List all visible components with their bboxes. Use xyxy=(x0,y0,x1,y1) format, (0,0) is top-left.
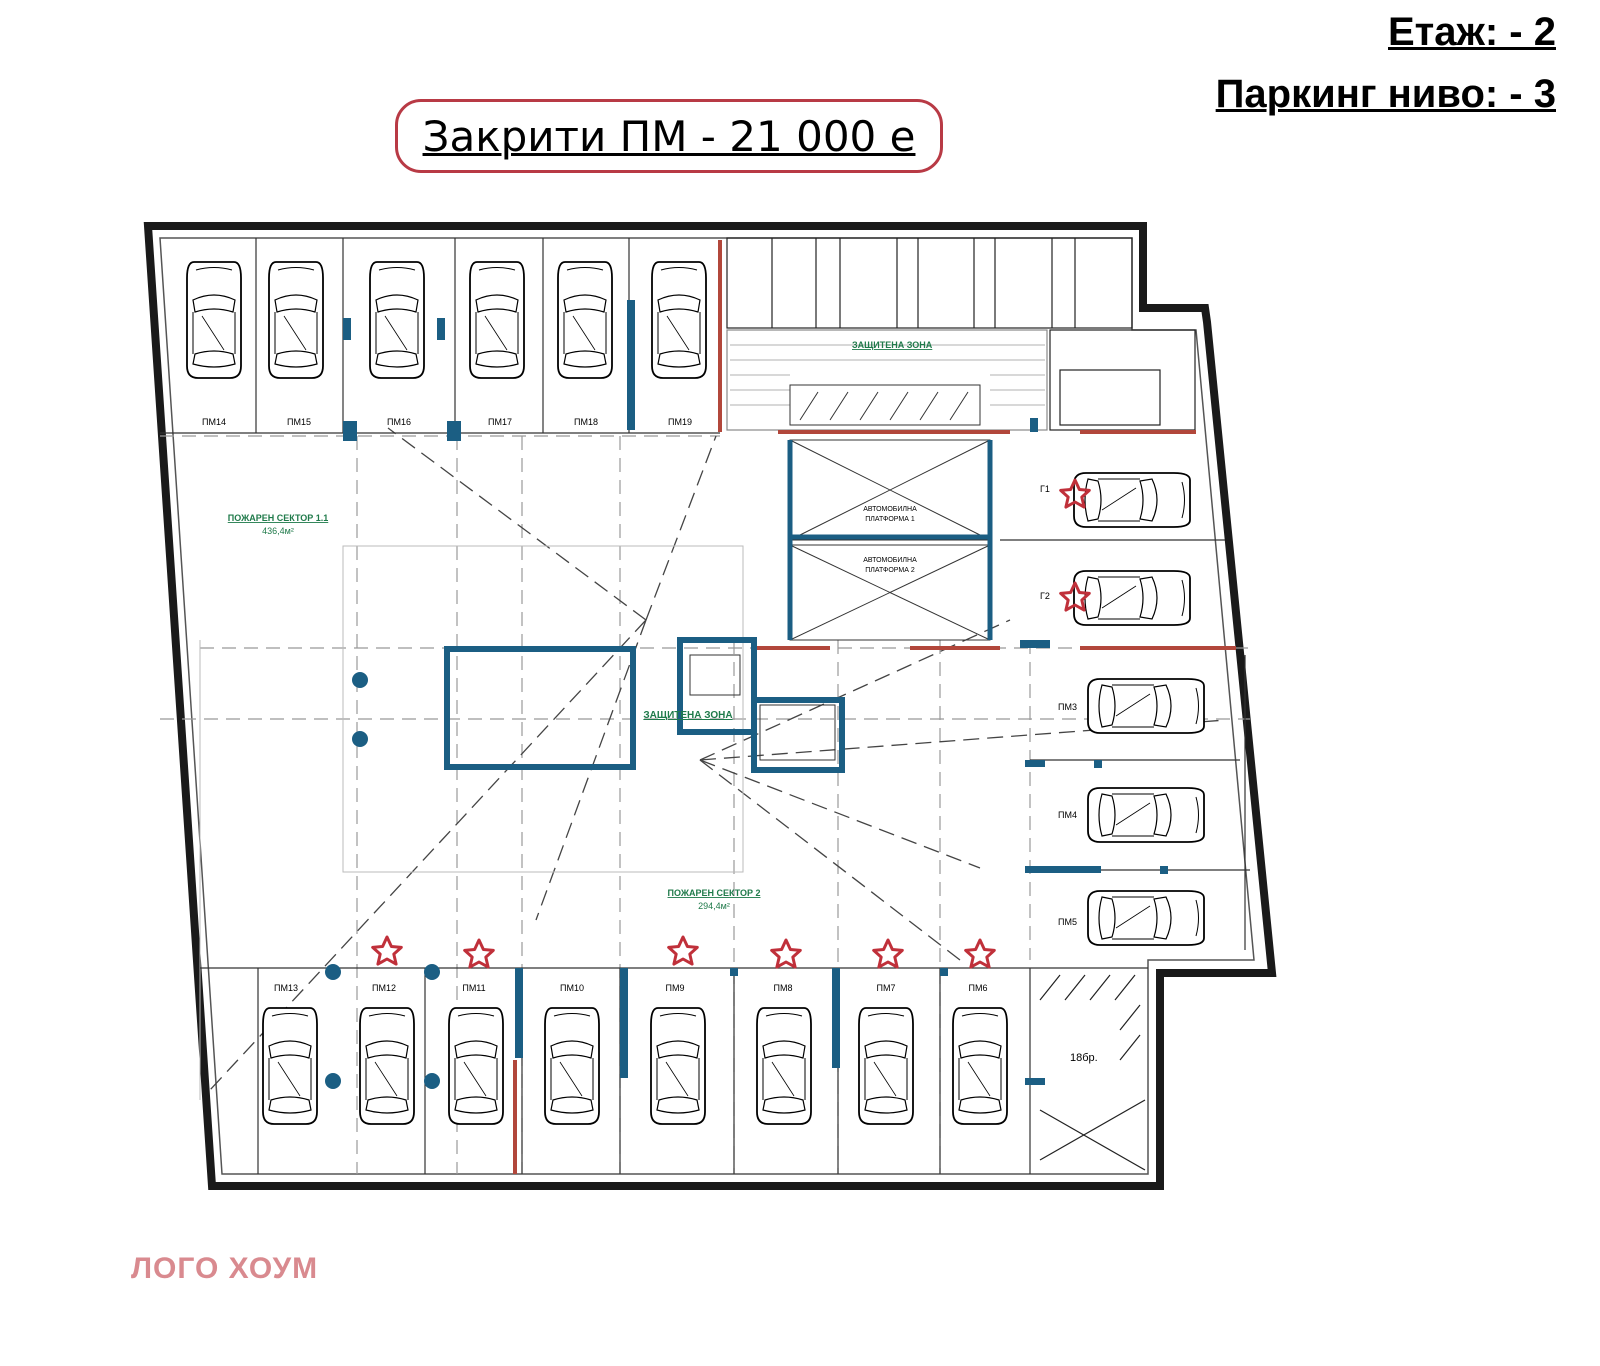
spot-label-top-4: ПМ18 xyxy=(574,417,598,427)
spot-label-bottom-7: ПМ6 xyxy=(969,983,988,993)
platform-2-label-b: ПЛАТФОРМА 2 xyxy=(865,567,915,574)
spot-label-bottom-4: ПМ9 xyxy=(666,983,685,993)
protected-zone-top-bricks xyxy=(730,344,1045,406)
parking-level-label: Паркинг ниво: - 3 xyxy=(1215,72,1556,116)
fire-sector-1-area: 436,4м² xyxy=(262,526,294,536)
bottom-cars xyxy=(262,1007,1008,1125)
spot-label-right-0: Г1 xyxy=(1040,484,1050,494)
floor-label: Етаж: - 2 xyxy=(1388,10,1556,54)
grid-lines xyxy=(160,435,1250,1174)
platform-1-label-b: ПЛАТФОРМА 1 xyxy=(865,516,915,523)
columns xyxy=(325,300,1168,1089)
spot-label-bottom-3: ПМ10 xyxy=(560,983,584,993)
spot-label-bottom-1: ПМ12 xyxy=(372,983,396,993)
spot-label-top-1: ПМ15 xyxy=(287,417,311,427)
spot-label-bottom-2: ПМ11 xyxy=(462,983,485,993)
spot-label-right-3: ПМ4 xyxy=(1058,810,1077,820)
protected-zone-top-label: ЗАЩИТЕНА ЗОНА xyxy=(852,340,933,350)
spot-label-right-4: ПМ5 xyxy=(1058,917,1077,927)
spot-label-bottom-5: ПМ8 xyxy=(774,983,793,993)
bike-rack xyxy=(1039,974,1146,1171)
spot-label-top-2: ПМ16 xyxy=(387,417,411,427)
price-box: Закрити ПМ - 21 000 е xyxy=(395,99,943,173)
right-cars xyxy=(1074,473,1204,945)
spot-label-right-2: ПМ3 xyxy=(1058,702,1077,712)
storage-rooms xyxy=(726,237,1133,431)
spot-label-top-5: ПМ19 xyxy=(668,417,692,427)
fire-walls xyxy=(513,240,1236,1174)
fire-sector-2-area: 294,4м² xyxy=(698,901,730,911)
car-platforms xyxy=(789,439,991,641)
platform-2-label-a: АВТОМОБИЛНА xyxy=(863,557,917,564)
spot-label-top-0: ПМ14 xyxy=(202,417,226,427)
bike-count: 18бр. xyxy=(1070,1052,1098,1064)
spot-label-top-3: ПМ17 xyxy=(488,417,512,427)
fire-sector-2-name: ПОЖАРЕН СЕКТОР 2 xyxy=(668,888,761,898)
fire-sector-1-name: ПОЖАРЕН СЕКТОР 1.1 xyxy=(228,513,329,523)
evacuation-routes xyxy=(209,427,1227,1091)
protected-zone-core-label: ЗАЩИТЕНА ЗОНА xyxy=(643,710,732,721)
central-core xyxy=(444,637,845,773)
spot-label-right-1: Г2 xyxy=(1040,591,1050,601)
spot-label-bottom-6: ПМ7 xyxy=(877,983,896,993)
spot-label-bottom-0: ПМ13 xyxy=(274,983,298,993)
platform-columns xyxy=(787,440,993,640)
platform-1-label-a: АВТОМОБИЛНА xyxy=(863,506,917,513)
price-title: Закрити ПМ - 21 000 е xyxy=(422,111,916,161)
logo: ЛОГО ХОУМ xyxy=(131,1252,319,1285)
stair-hatch xyxy=(789,384,981,426)
